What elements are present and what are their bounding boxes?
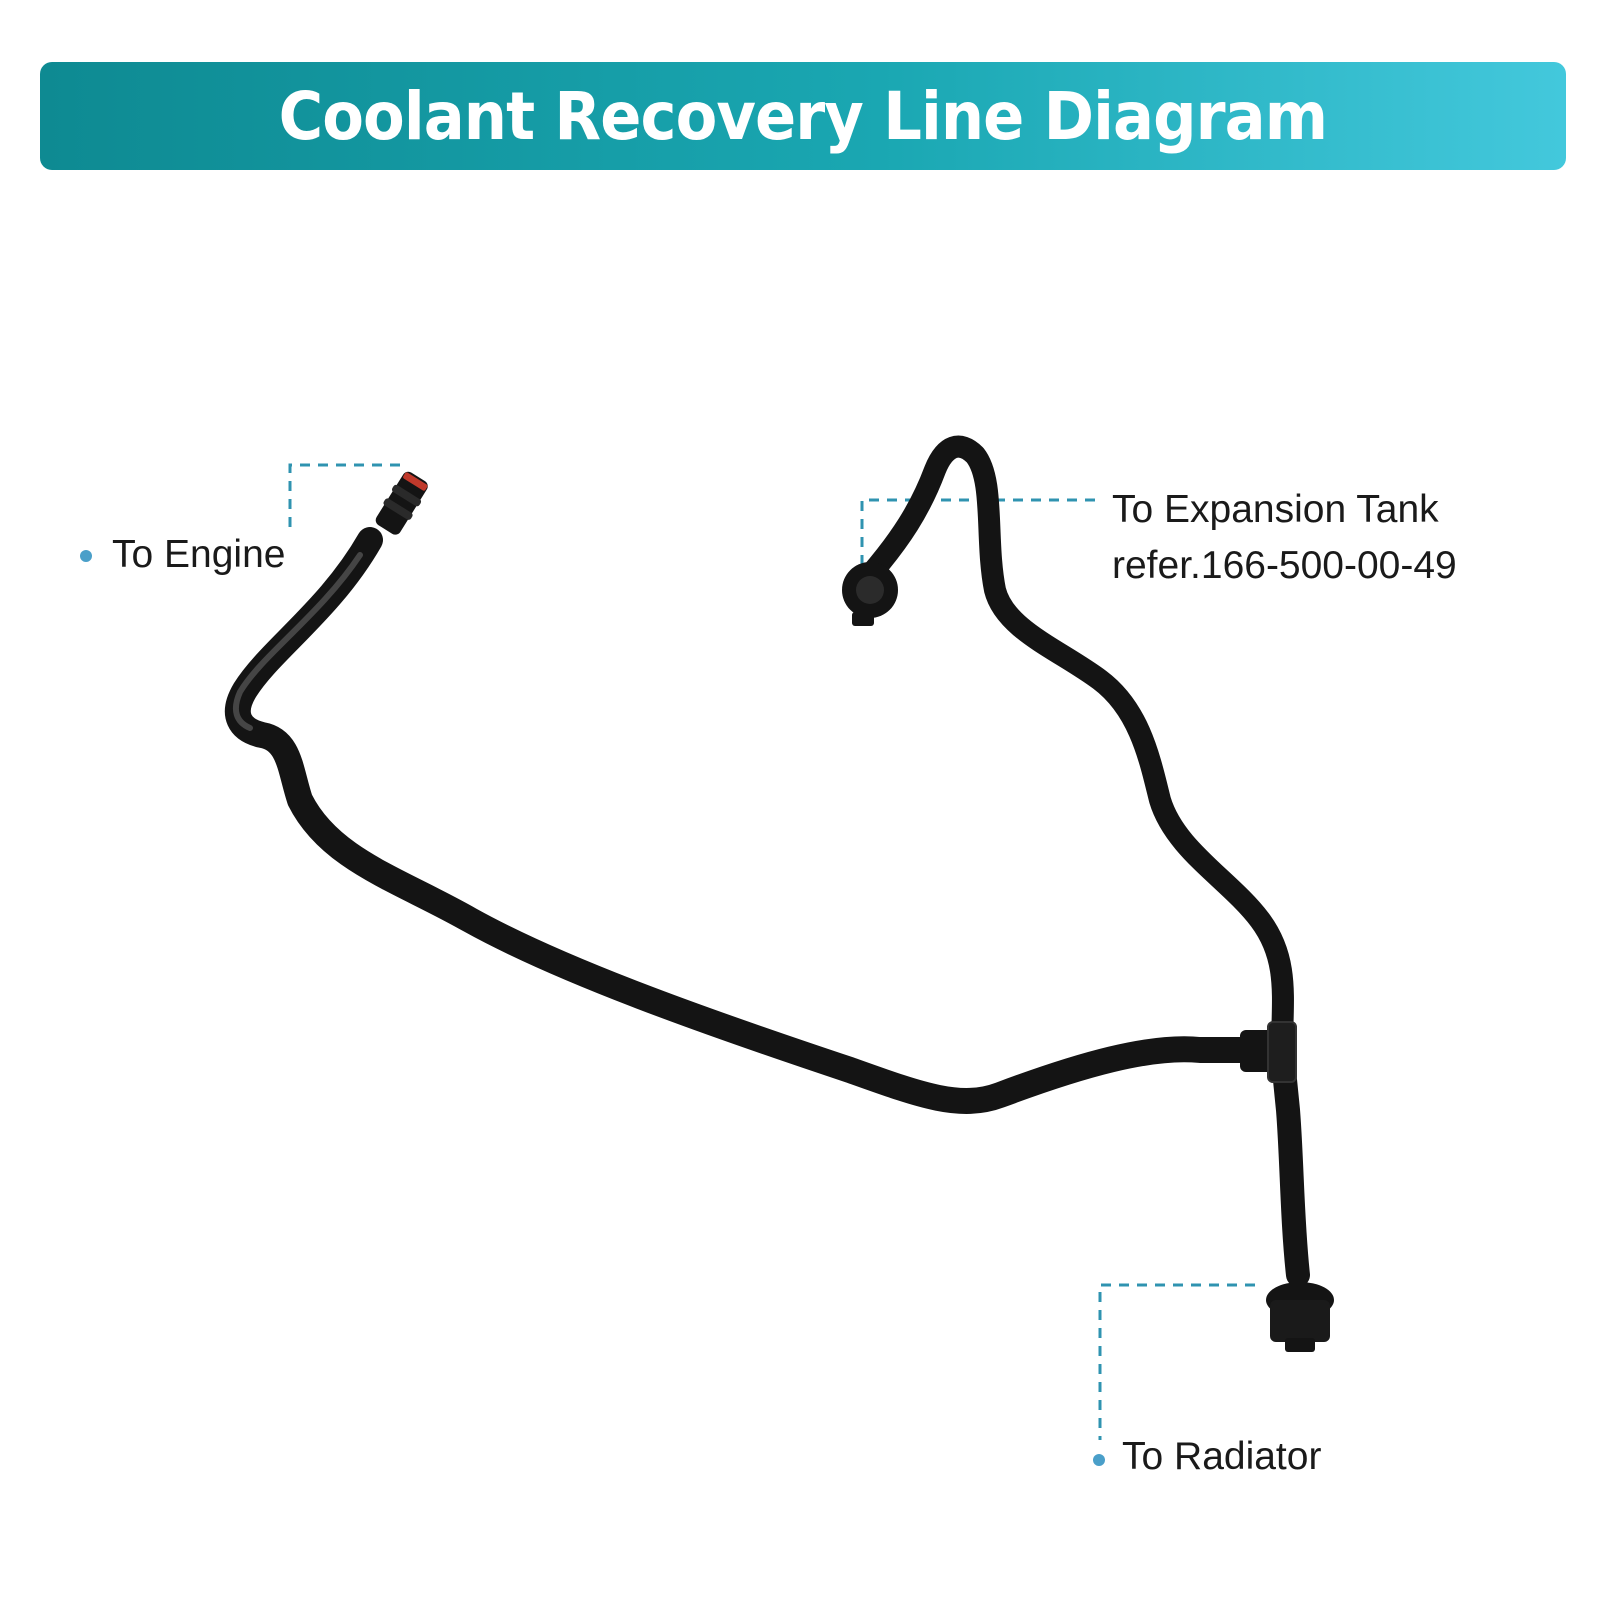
radiator-leader-line [1098,1283,1255,1440]
radiator-connector [1266,1282,1334,1352]
title-banner: Coolant Recovery Line Diagram [40,62,1566,170]
engine-leader-line [288,463,400,535]
radiator-dot [1093,1454,1105,1466]
engine-connector [375,471,428,535]
radiator-hose [1270,1038,1310,1287]
engine-label: To Engine [112,533,286,576]
main-hose-highlight [232,552,363,731]
expansion-tank-connector [842,562,898,626]
engine-dot [80,550,92,562]
expansion-tank-label: To Expansion Tank [1112,488,1439,531]
page-title: Coolant Recovery Line Diagram [278,77,1328,155]
expansion-tank-hose [859,435,1294,1061]
main-hose [224,527,1293,1114]
expansion-tank-ref-label: refer.166-500-00-49 [1112,544,1457,587]
expansion-tank-leader-line [860,498,1095,575]
t-junction [1240,1021,1297,1083]
radiator-label: To Radiator [1122,1435,1322,1478]
